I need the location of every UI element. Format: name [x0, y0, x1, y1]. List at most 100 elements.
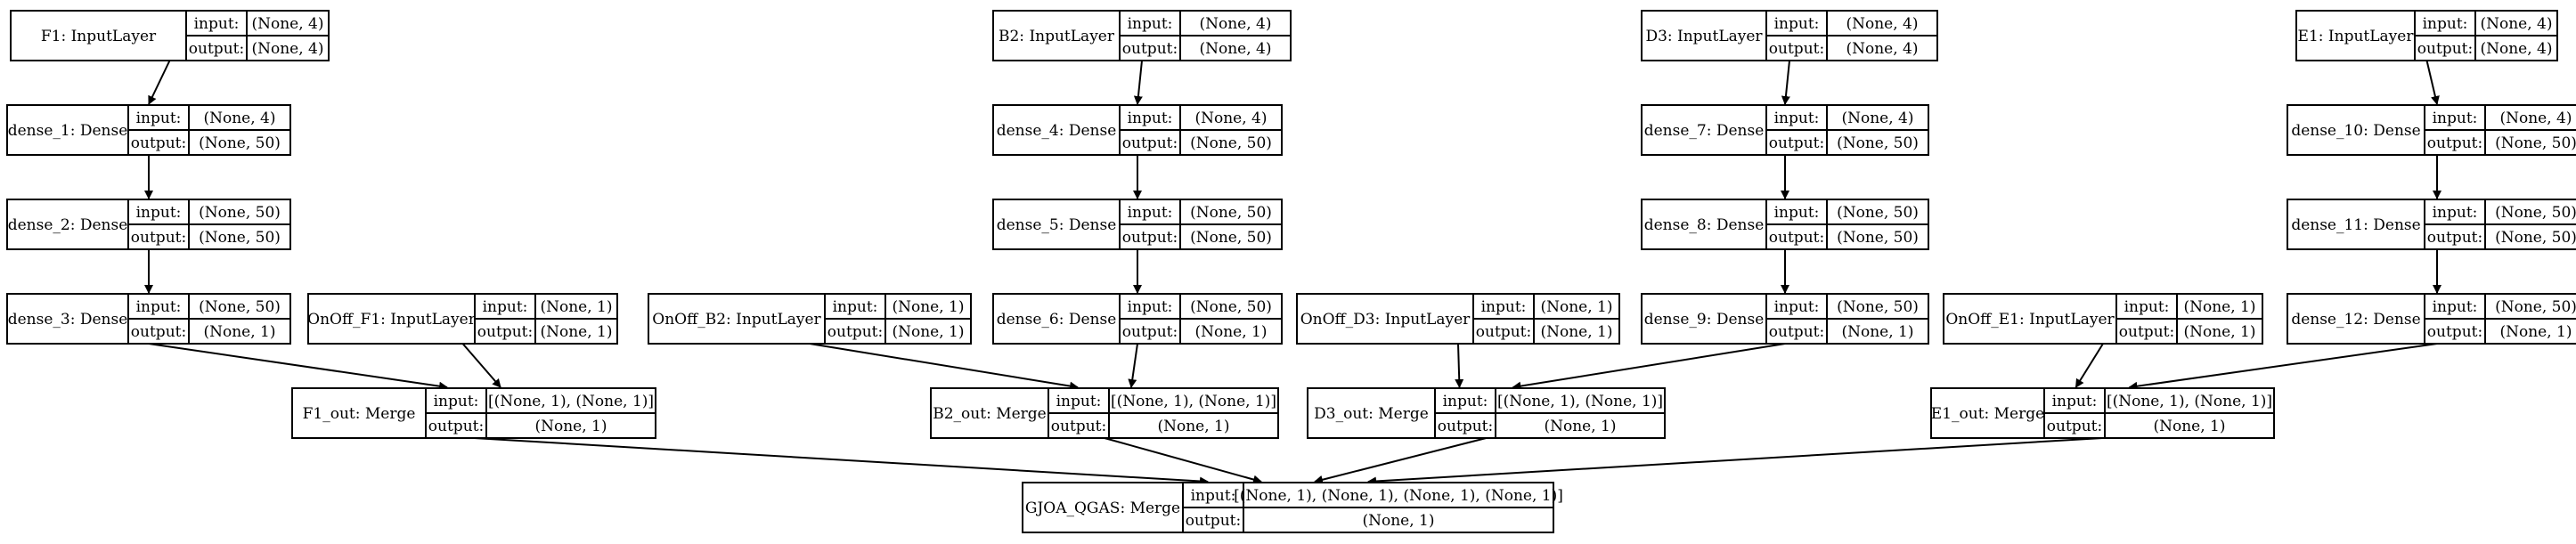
input-shape: (None, 50)	[1190, 298, 1272, 316]
layer-name: OnOff_D3: InputLayer	[1300, 311, 1471, 329]
port-label-output: output:	[1769, 40, 1824, 58]
output-shape: (None, 1)	[1362, 512, 1434, 530]
edges-layer	[144, 60, 2441, 486]
port-label-input: input:	[194, 15, 240, 33]
port-label-output: output:	[1769, 229, 1824, 247]
input-shape: (None, 50)	[199, 298, 281, 316]
port-label-input: input:	[1443, 393, 1488, 410]
layer-name: E1_out: Merge	[1931, 405, 2044, 423]
edge-arrow	[461, 343, 501, 388]
layer-name: OnOff_E1: InputLayer	[1945, 311, 2115, 329]
edge-arrow	[148, 60, 171, 105]
layer-node: D3: InputLayer input: output: (None, 4) (Non…	[1641, 10, 1938, 61]
edge-arrow	[148, 343, 448, 391]
output-shape: (None, 1)	[1194, 323, 1267, 341]
port-label-output: output:	[1122, 229, 1178, 247]
output-shape: (None, 50)	[1837, 134, 1919, 152]
layer-node: OnOff_E1: InputLayerinput:output:(None, …	[1943, 293, 2263, 345]
input-shape: (None, 50)	[1837, 204, 1919, 222]
port-label-input: input:	[1774, 15, 1820, 33]
edge-arrow	[1104, 437, 1262, 484]
port-label-input: input:	[136, 204, 182, 222]
port-label-input: input:	[1774, 298, 1820, 316]
port-label-input: input:	[2433, 204, 2478, 222]
layer-name: dense_12: Dense	[2291, 311, 2420, 329]
output-shape: (None, 50)	[2495, 134, 2576, 152]
input-shape: (None, 4)	[2499, 110, 2572, 127]
port-label-output: output:	[827, 323, 883, 341]
port-label-input: input:	[2433, 110, 2478, 127]
input-shape: (None, 4)	[251, 15, 323, 33]
port-label-input: input:	[1128, 298, 1173, 316]
output-shape: (None, 50)	[2495, 229, 2576, 247]
port-label-output: output:	[131, 134, 186, 152]
port-label-input: input:	[434, 393, 479, 410]
input-shape: (None, 50)	[1837, 298, 1919, 316]
layer-box	[648, 293, 972, 345]
output-shape: (None, 4)	[1846, 40, 1918, 58]
layer-name: B2_out: Merge	[933, 405, 1047, 423]
layer-name: GJOA_QGAS: Merge	[1025, 499, 1180, 517]
layer-name: dense_10: Dense	[2291, 122, 2420, 140]
edge-arrow	[1128, 343, 1138, 388]
port-label-input: input:	[1128, 15, 1173, 33]
output-shape: (None, 1)	[1540, 323, 1612, 341]
port-label-output: output:	[477, 323, 533, 341]
edge-arrow	[1781, 60, 1790, 105]
input-shape: (None, 50)	[2495, 298, 2576, 316]
layer-node: F1: InputLayer input: output: (None, 4) (Non…	[10, 10, 330, 61]
layer-name: D3_out: Merge	[1314, 405, 1429, 423]
port-label-output: output:	[1769, 134, 1824, 152]
layer-name: dense_7: Dense	[1644, 122, 1765, 140]
layer-name: dense_3: Dense	[8, 311, 128, 329]
input-shape: (None, 4)	[1846, 15, 1918, 33]
input-shape: (None, 4)	[203, 110, 275, 127]
output-shape: (None, 1)	[1544, 418, 1616, 435]
port-label-input: input:	[1128, 110, 1173, 127]
output-shape: (None, 1)	[1157, 418, 1229, 435]
edge-arrow	[1367, 437, 2103, 486]
edge-arrow	[1512, 343, 1786, 391]
port-label-output: output:	[1186, 512, 1241, 530]
edge-arrow	[2128, 343, 2438, 391]
input-shape: [(None, 1), (None, 1), (None, 1), (None,…	[1234, 487, 1563, 505]
input-shape: (None, 4)	[2480, 15, 2552, 33]
input-shape: (None, 50)	[199, 204, 281, 222]
input-shape: [(None, 1), (None, 1)]	[488, 393, 654, 410]
output-shape: (None, 1)	[1841, 323, 1913, 341]
edge-arrow	[473, 437, 1209, 486]
edge-arrow	[1455, 343, 1464, 388]
input-shape: [(None, 1), (None, 1)]	[2107, 393, 2272, 410]
port-label-output: output:	[189, 40, 244, 58]
layer-name: E1: InputLayer	[2298, 28, 2415, 45]
output-shape: (None, 1)	[203, 323, 275, 341]
input-shape: [(None, 1), (None, 1)]	[1111, 393, 1276, 410]
layer-name: dense_1: Dense	[8, 122, 128, 140]
port-label-output: output:	[2119, 323, 2174, 341]
port-label-output: output:	[1051, 418, 1106, 435]
layer-name: dense_8: Dense	[1644, 216, 1765, 234]
layer-name: B2: InputLayer	[999, 28, 1115, 45]
layer-name: dense_11: Dense	[2291, 216, 2420, 234]
port-label-output: output:	[1122, 323, 1178, 341]
port-label-input: input:	[2052, 393, 2098, 410]
port-label-output: output:	[1122, 40, 1178, 58]
input-shape: (None, 1)	[892, 298, 964, 316]
layer-name: dense_2: Dense	[8, 216, 128, 234]
layer-name: D3: InputLayer	[1645, 28, 1763, 45]
layer-node: OnOff_F1: InputLayerinput:output:(None, …	[307, 293, 618, 345]
layer-name: F1: InputLayer	[41, 28, 157, 45]
edge-arrow	[809, 343, 1079, 391]
port-label-input: input:	[136, 110, 182, 127]
output-shape: (None, 50)	[199, 229, 281, 247]
output-shape: (None, 1)	[540, 323, 612, 341]
output-shape: (None, 4)	[251, 40, 323, 58]
